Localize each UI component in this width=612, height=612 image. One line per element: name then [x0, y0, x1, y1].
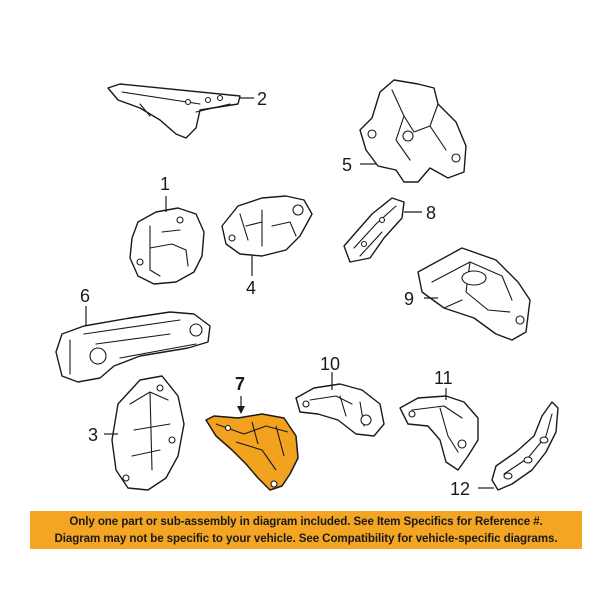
- part-10-mount: 10: [295, 354, 385, 437]
- part-2-bracket: 2: [107, 83, 267, 139]
- part-7-highlighted: 7: [205, 374, 299, 491]
- callout-2: 2: [257, 89, 267, 109]
- part-6-strut: 6: [55, 286, 211, 383]
- notice-line-1: Only one part or sub-assembly in diagram…: [69, 515, 543, 528]
- disclaimer-notice: Only one part or sub-assembly in diagram…: [30, 511, 582, 549]
- callout-3: 3: [88, 425, 98, 445]
- part-5-bracket: 5: [342, 79, 467, 183]
- part-1-mount: 1: [129, 174, 205, 285]
- callout-9: 9: [404, 289, 414, 309]
- callout-5: 5: [342, 155, 352, 175]
- callout-8: 8: [426, 203, 436, 223]
- part-12-plate: 12: [450, 401, 559, 499]
- notice-line-2: Diagram may not be specific to your vehi…: [54, 532, 558, 545]
- callout-12: 12: [450, 479, 470, 499]
- part-8-bracket: 8: [343, 197, 436, 263]
- part-9-mount: 9: [404, 247, 531, 341]
- part-11-bracket: 11: [399, 368, 479, 471]
- callout-4: 4: [246, 278, 256, 298]
- callout-7: 7: [235, 374, 245, 394]
- part-4-mount: 4: [221, 195, 313, 298]
- callout-1: 1: [160, 174, 170, 194]
- callout-10: 10: [320, 354, 340, 374]
- callout-6: 6: [80, 286, 90, 306]
- part-3-bracket: 3: [88, 375, 185, 491]
- callout-11: 11: [434, 368, 453, 388]
